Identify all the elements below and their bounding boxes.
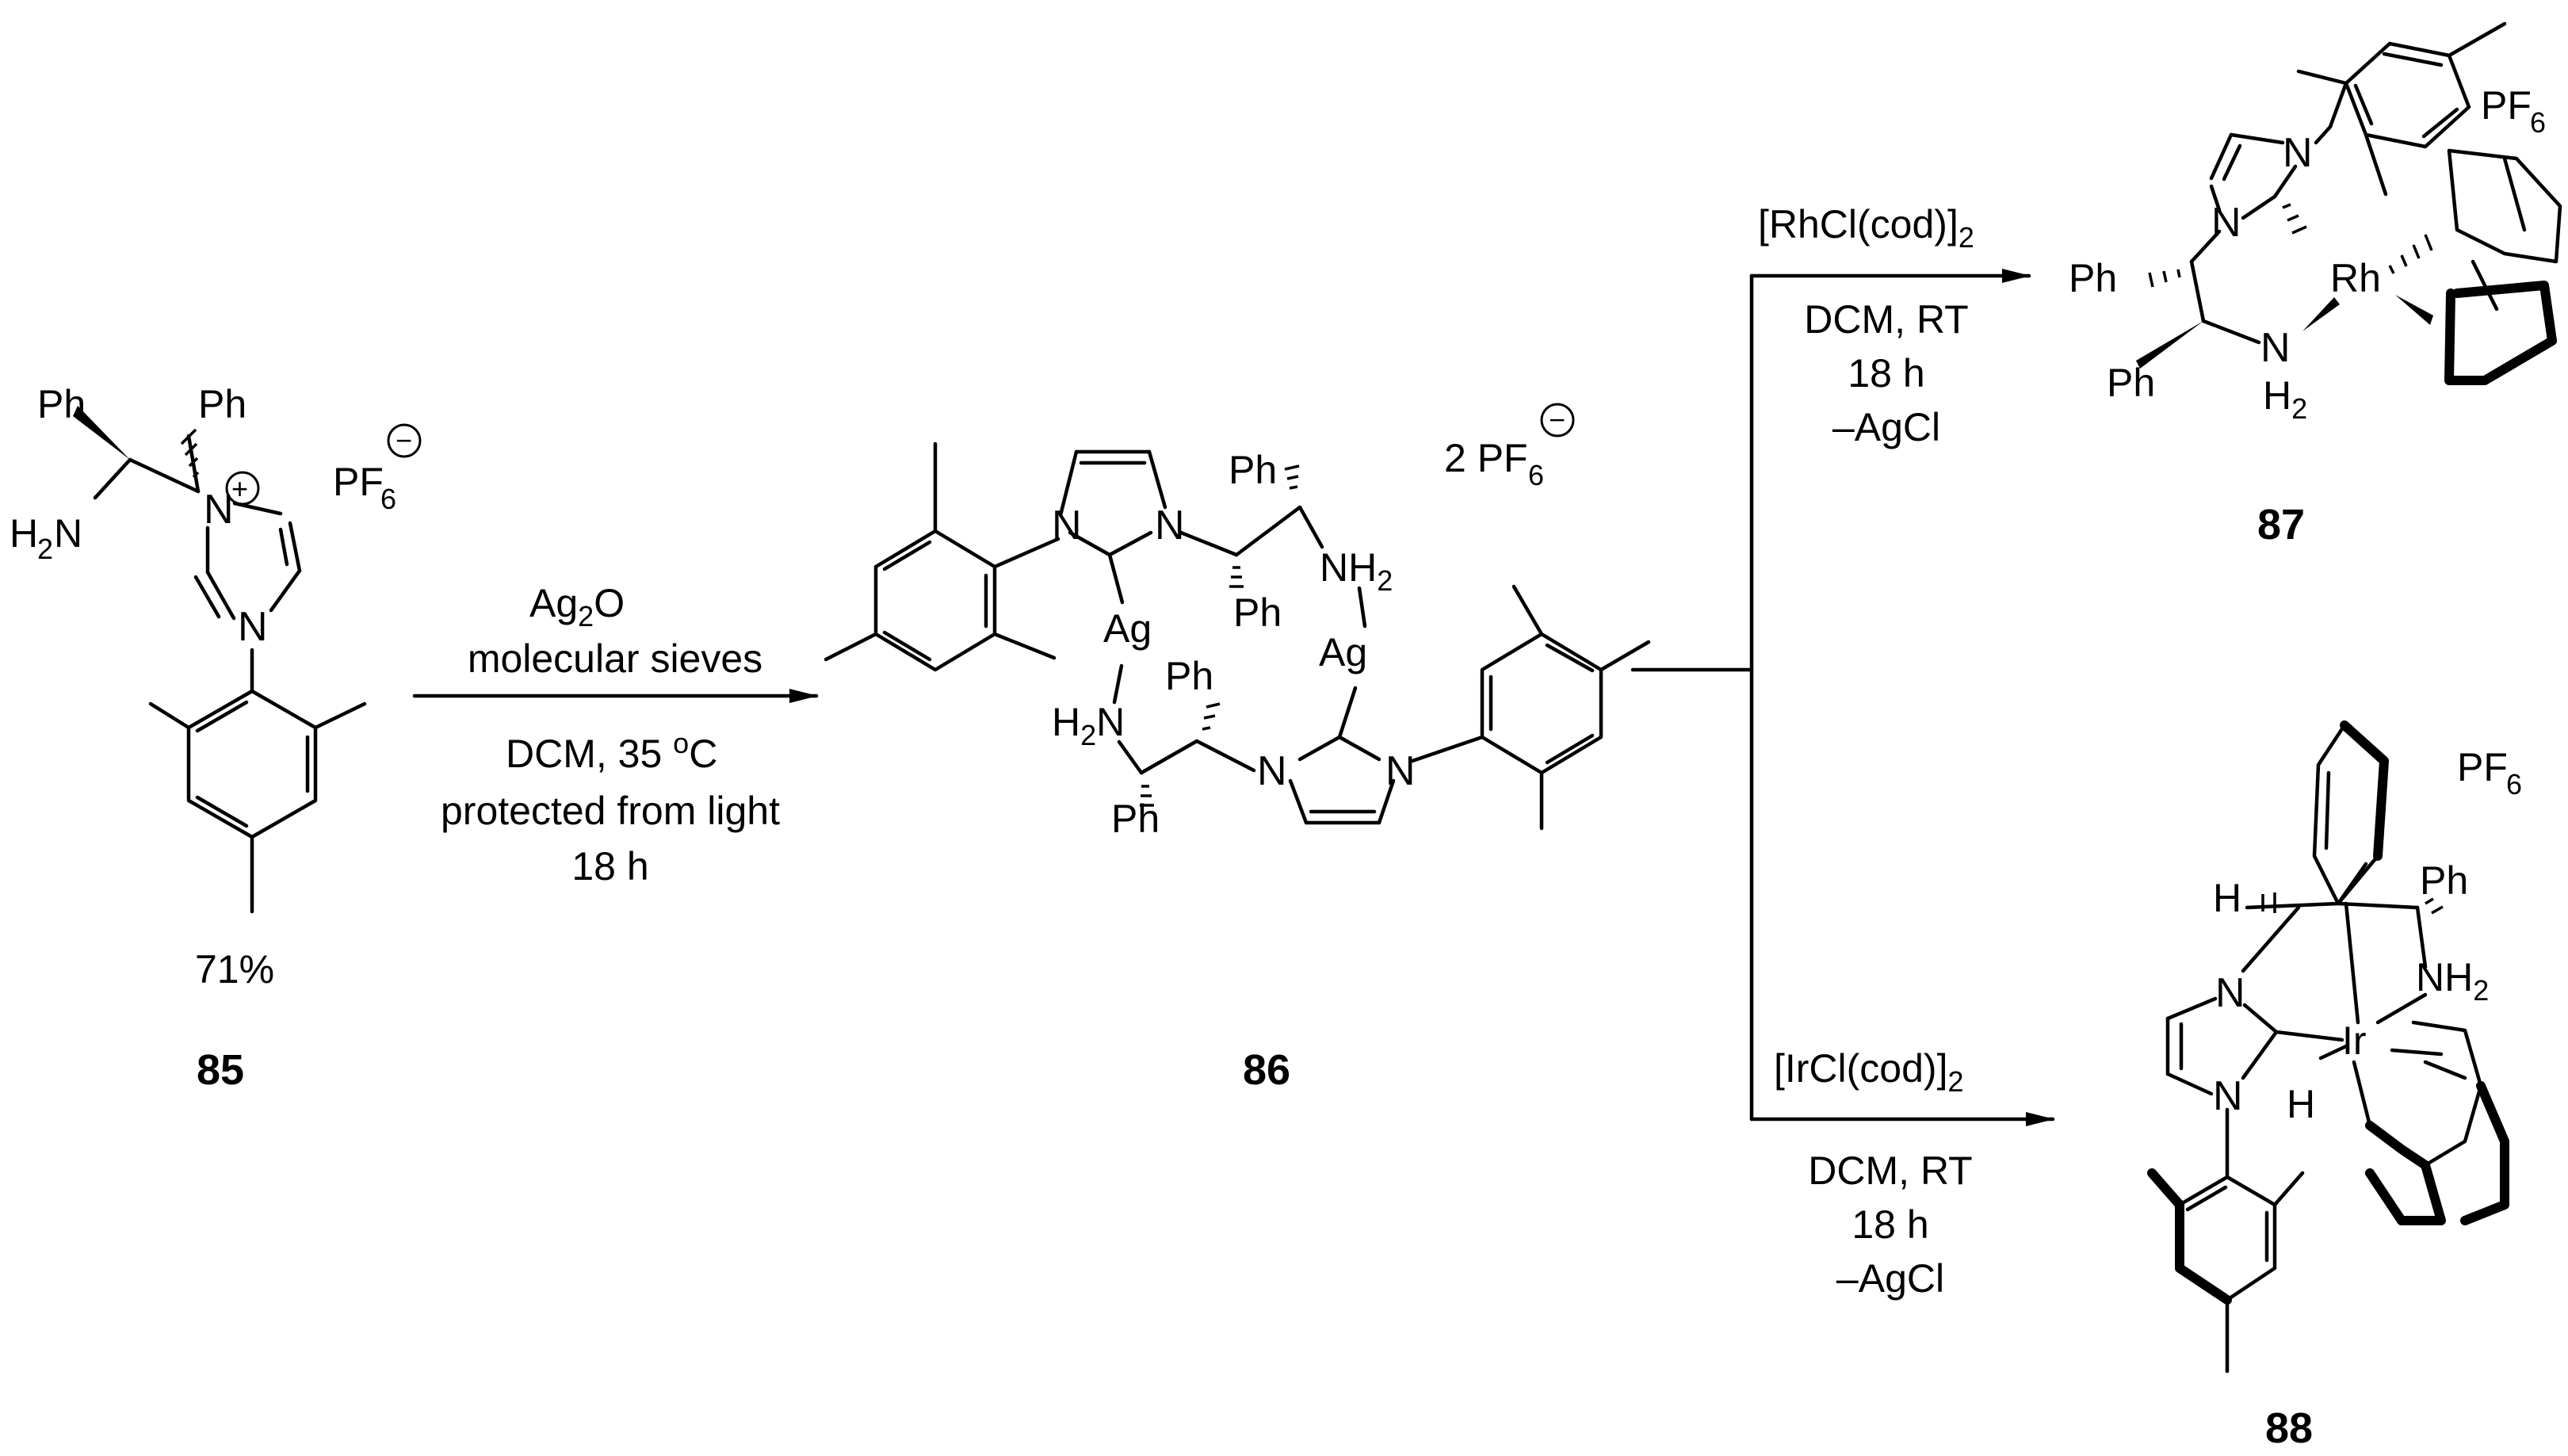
compound-86: N N N N Ag Ag Ph Ph Ph Ph NH2 H2N 2 PF 6… — [824, 403, 1651, 1094]
c87-label: 87 — [2257, 501, 2305, 548]
c86-nh2-bottom: H2N — [1052, 700, 1125, 751]
c88-hash-ph — [2425, 897, 2444, 915]
c87-anion-sub: 6 — [2530, 106, 2546, 139]
c88-n1: N — [2215, 970, 2245, 1016]
c88-h-ir: H — [2287, 1082, 2315, 1126]
arrow-3-time: 18 h — [1851, 1202, 1928, 1247]
c88-anion: PF — [2457, 745, 2508, 789]
c85-ph-left: Ph — [37, 382, 86, 426]
c85-amine-sub: 2 — [37, 533, 53, 565]
c87-anion: PF — [2481, 83, 2532, 128]
c87-ph-bottom: Ph — [2107, 361, 2155, 405]
c87-h2: H2 — [2263, 373, 2307, 425]
c85-plus-circle — [225, 471, 260, 506]
c86-n2: N — [1155, 503, 1185, 548]
compound-88: PF 6 H Ph NH2 N N Ir H 88 — [2147, 720, 2522, 1452]
c86-nh2-top: NH2 — [1320, 545, 1393, 597]
arrow-3-solvent: DCM, RT — [1808, 1148, 1972, 1193]
c85-amine-n: N — [54, 511, 82, 556]
c86-n3: N — [1257, 748, 1287, 794]
arrow-3: [IrCl(cod)]2 DCM, RT 18 h –AgCl — [1774, 1046, 1973, 1301]
compound-87-bonds — [2136, 21, 2562, 385]
c87-n2: N — [2211, 200, 2241, 246]
c88-label: 88 — [2265, 1404, 2313, 1452]
arrow-2-byproduct: –AgCl — [1832, 405, 1940, 449]
c85-n-plus: N — [204, 487, 234, 533]
c86-ph-2: Ph — [1233, 590, 1282, 635]
c85-yield: 71% — [195, 947, 274, 992]
c86-anion: 2 PF — [1444, 436, 1528, 480]
c85-minus-circle — [387, 423, 422, 458]
c87-hash-c-rh — [2282, 203, 2307, 235]
c86-ag-right: Ag — [1319, 630, 1367, 674]
c86-label: 86 — [1243, 1046, 1290, 1094]
c85-amine-h: H — [10, 511, 38, 556]
c88-ir: Ir — [2342, 1018, 2367, 1063]
c85-anion: PF — [333, 460, 384, 504]
c87-ph-top: Ph — [2069, 256, 2117, 300]
c85-n3: N — [238, 604, 268, 650]
c87-n3: N — [2260, 325, 2291, 371]
c88-n2: N — [2213, 1073, 2243, 1119]
c85-plus-sign: + — [231, 472, 248, 505]
c88-nh2: NH2 — [2416, 955, 2489, 1007]
c85-ph-right: Ph — [198, 382, 246, 426]
c85-label: 85 — [197, 1046, 244, 1094]
arrow-3-reagent: [IrCl(cod)]2 — [1774, 1046, 1964, 1098]
c87-n1: N — [2283, 130, 2313, 176]
compound-85: Ph Ph H 2 N N + N PF 6 − 71% 85 — [10, 382, 422, 1094]
arrow-1: Ag2O molecular sieves DCM, 35 oC protect… — [412, 581, 819, 889]
c88-hash-h — [2261, 892, 2276, 913]
c86-minus-circle — [1540, 403, 1575, 438]
arrow-2-time: 18 h — [1848, 351, 1924, 396]
c85-minus-sign: − — [396, 424, 412, 457]
c86-ph-1: Ph — [1229, 448, 1277, 492]
arrow-1-time: 18 h — [571, 844, 648, 889]
c86-minus-sign: − — [1549, 403, 1565, 436]
arrow-1-solvent-temp: DCM, 35 oC — [506, 727, 717, 776]
c88-ph: Ph — [2420, 858, 2468, 903]
arrow-1-additive: molecular sieves — [468, 636, 762, 681]
compound-86-bonds — [824, 441, 1651, 831]
c86-ph-3: Ph — [1165, 654, 1213, 698]
c86-n4: N — [1385, 748, 1416, 794]
c86-anion-sub: 6 — [1528, 459, 1544, 491]
arrow-3-byproduct: –AgCl — [1836, 1256, 1944, 1301]
c86-ph-4: Ph — [1111, 797, 1160, 841]
c86-n1: N — [1052, 503, 1082, 548]
c88-h-top: H — [2213, 876, 2241, 920]
compound-85-bonds — [73, 406, 367, 914]
compound-87: N N Ph Ph Rh N H2 PF 6 87 — [2069, 21, 2562, 548]
compound-88-bonds — [2147, 720, 2509, 1374]
arrow-2-reagent: [RhCl(cod)]2 — [1758, 202, 1974, 254]
c86-hash-lower — [1140, 702, 1221, 807]
arrow-1-reagent: Ag2O — [529, 581, 625, 632]
c86-ag-left: Ag — [1103, 606, 1152, 651]
c85-anion-sub: 6 — [380, 483, 396, 515]
c87-hash-rh-cod — [2388, 234, 2433, 274]
branch-arrows — [1630, 269, 2055, 1126]
arrow-2-solvent: DCM, RT — [1804, 297, 1968, 342]
c87-hash-ph — [2148, 269, 2181, 288]
c87-rh: Rh — [2330, 256, 2381, 300]
arrow-2: [RhCl(cod)]2 DCM, RT 18 h –AgCl — [1758, 202, 1974, 449]
arrow-1-condition: protected from light — [441, 789, 780, 833]
c88-anion-sub: 6 — [2506, 768, 2522, 801]
c86-hash-upper — [1229, 464, 1300, 588]
